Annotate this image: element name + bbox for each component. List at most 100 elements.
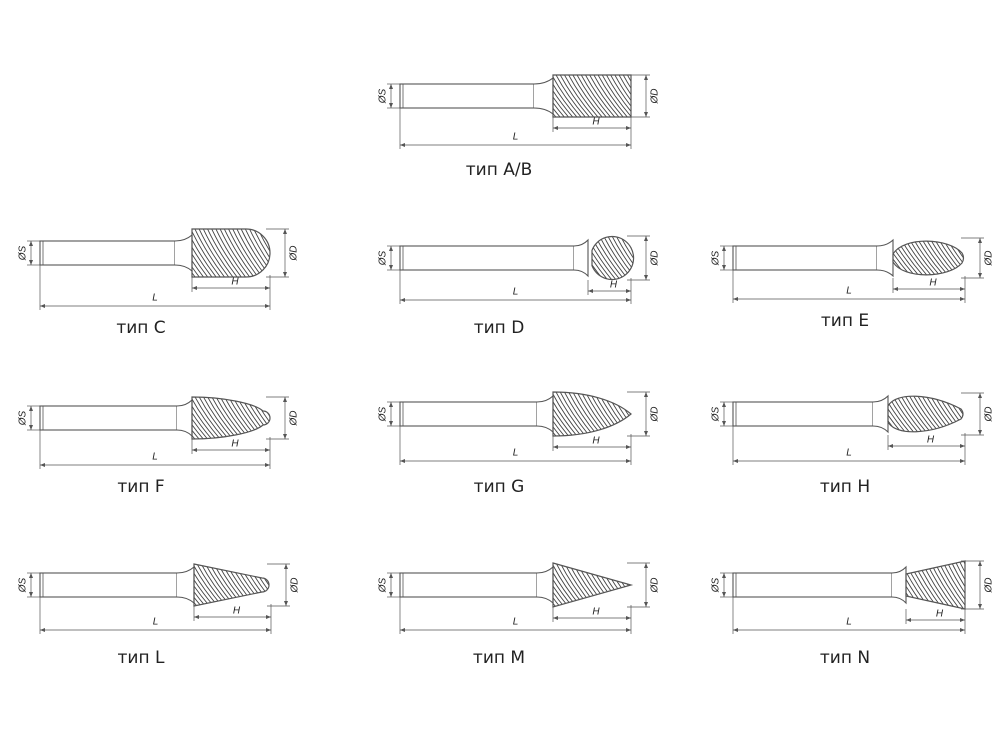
dim-label-s: ØS	[711, 577, 722, 593]
dim-arrow	[722, 265, 726, 270]
dim-arrow	[644, 112, 648, 117]
dim-label-s: ØS	[711, 406, 722, 422]
dim-arrow	[553, 126, 558, 130]
dim-arrow	[722, 421, 726, 426]
dim-arrow	[29, 241, 33, 246]
dim-label-l: L	[846, 448, 852, 459]
dim-arrow	[266, 615, 271, 619]
dim-label-h: H	[231, 277, 239, 288]
neck	[573, 238, 589, 278]
dim-arrow	[960, 618, 965, 622]
dim-label-l: L	[152, 293, 158, 304]
shank	[399, 83, 535, 109]
dim-arrow	[389, 421, 393, 426]
cutting-head	[905, 560, 966, 610]
dim-arrow	[978, 238, 982, 243]
dim-arrow	[553, 616, 558, 620]
dim-label-s: ØS	[18, 245, 29, 261]
dim-arrow	[588, 289, 593, 293]
neck	[872, 394, 889, 434]
dim-label-h: H	[231, 439, 239, 450]
dim-arrow	[644, 563, 648, 568]
dim-arrow	[553, 445, 558, 449]
dim-arrow	[978, 393, 982, 398]
spiral-cut-hatching	[553, 75, 631, 117]
dim-label-d: ØD	[984, 407, 995, 423]
neck	[174, 233, 193, 273]
dim-label-d: ØD	[984, 251, 995, 267]
neck	[176, 398, 193, 438]
cutting-head	[552, 391, 632, 437]
dim-arrow	[40, 463, 45, 467]
dim-arrow	[644, 431, 648, 436]
dim-arrow	[389, 402, 393, 407]
shank	[399, 572, 538, 598]
dim-label-h: H	[927, 435, 935, 446]
dim-arrow	[40, 304, 45, 308]
shank	[39, 572, 178, 598]
dim-arrow	[283, 434, 287, 439]
dim-arrow	[389, 103, 393, 108]
dim-arrow	[626, 628, 631, 632]
dim-label-l: L	[846, 286, 852, 297]
dim-label-d: ØD	[650, 89, 661, 105]
dim-arrow	[29, 425, 33, 430]
dim-label-l: L	[153, 617, 159, 628]
dim-label-h: H	[592, 607, 600, 618]
shank	[732, 245, 878, 271]
dim-label-h: H	[592, 117, 600, 128]
dim-label-d: ØD	[650, 407, 661, 423]
burr-type-h: ØS ØD H L	[711, 392, 995, 465]
dim-label-l: L	[513, 132, 519, 143]
caption-type-e: тип E	[820, 311, 870, 331]
dim-arrow	[626, 445, 631, 449]
caption-type-n: тип N	[819, 648, 871, 668]
dim-arrow	[733, 459, 738, 463]
shank	[39, 240, 176, 266]
shank	[732, 401, 874, 427]
dim-arrow	[194, 615, 199, 619]
dim-arrow	[722, 592, 726, 597]
neck	[176, 565, 195, 605]
dim-arrow	[960, 628, 965, 632]
dim-arrow	[644, 75, 648, 80]
dim-label-d: ØD	[650, 251, 661, 267]
dim-arrow	[893, 287, 898, 291]
cutting-head	[552, 562, 634, 608]
dim-label-h: H	[929, 278, 937, 289]
dim-arrow	[644, 392, 648, 397]
dim-arrow	[29, 573, 33, 578]
dim-arrow	[283, 229, 287, 234]
cutting-head	[887, 395, 964, 433]
dim-arrow	[888, 444, 893, 448]
dim-label-d: ØD	[289, 411, 300, 427]
dim-arrow	[265, 304, 270, 308]
dim-arrow	[960, 459, 965, 463]
dim-arrow	[29, 406, 33, 411]
dim-arrow	[265, 448, 270, 452]
caption-type-c: тип C	[116, 318, 166, 338]
dim-arrow	[978, 430, 982, 435]
dim-arrow	[644, 275, 648, 280]
shank	[732, 572, 893, 598]
dim-label-l: L	[846, 617, 852, 628]
neck	[536, 394, 554, 434]
cutting-head	[191, 228, 271, 278]
dim-label-d: ØD	[290, 578, 301, 594]
neck	[533, 76, 554, 116]
neck	[536, 565, 554, 605]
dim-arrow	[29, 592, 33, 597]
dim-arrow	[284, 564, 288, 569]
dim-arrow	[733, 628, 738, 632]
shank	[399, 401, 538, 427]
dim-arrow	[626, 459, 631, 463]
dim-label-h: H	[610, 280, 618, 291]
dim-arrow	[40, 628, 45, 632]
dim-label-d: ØD	[984, 578, 995, 594]
dim-arrow	[266, 628, 271, 632]
